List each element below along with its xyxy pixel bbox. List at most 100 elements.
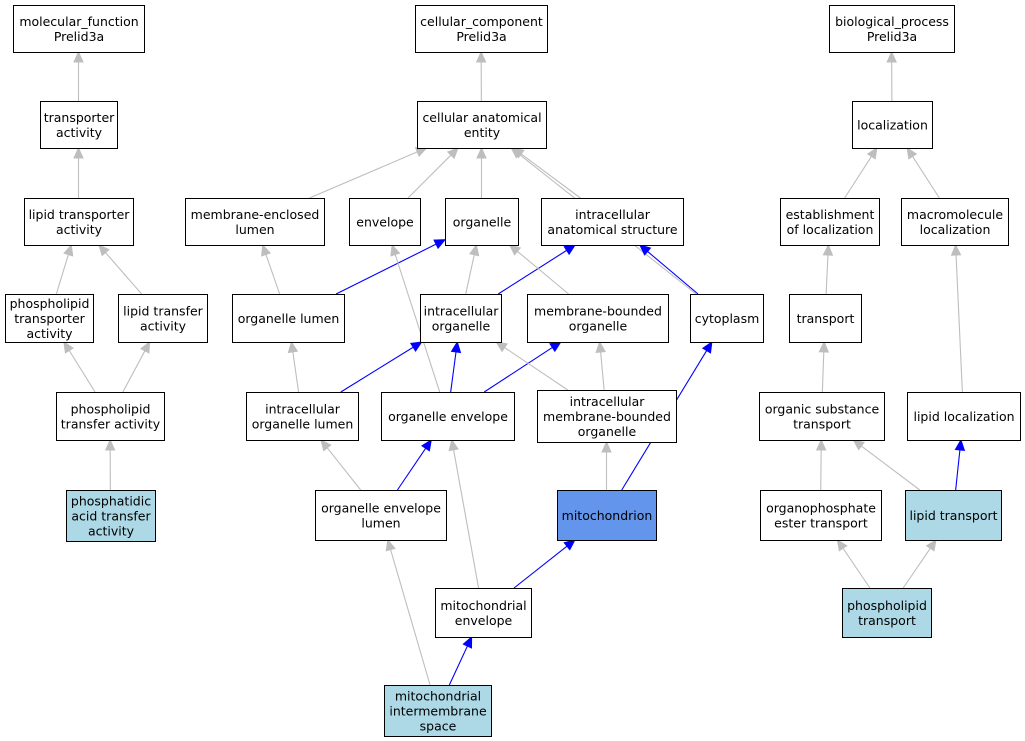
node-lipid-transport[interactable]: lipid transport [905,490,1002,541]
edge-line [122,350,146,393]
node-label-line: membrane-enclosed [191,207,320,222]
node-lipid-localization[interactable]: lipid localization [907,392,1021,441]
node-box [415,5,548,53]
node-label-line: organelle envelope [321,501,441,516]
node-label-line: organelle [578,424,637,439]
arrowhead [450,340,462,354]
node-box [690,294,764,343]
node-box [315,490,447,541]
node-label-line: mitochondrial [395,689,481,704]
edge-intracellular_anatomical_structure-to-cellular_anatomical_entity [512,147,581,199]
edge-macromolecule_localization-to-localization [906,146,940,199]
arrowhead [421,438,432,452]
edge-transport-to-establishment_of_localization [822,243,834,295]
node-label-line: acid transfer [71,509,151,524]
node-box [5,294,94,343]
edge-mitochondrial_envelope-to-mitochondrion [513,539,576,589]
edge-line [265,254,281,295]
node-box [842,588,932,638]
node-box [789,294,862,343]
node-localization[interactable]: localization [852,101,933,149]
node-label-line: ester transport [774,516,868,531]
arrowhead [446,147,459,160]
node-label-line: transporter [14,311,85,326]
node-label-line: organelle [453,215,512,230]
edge-line [955,254,963,393]
arrowhead [836,538,848,552]
edge-organic_substance_transport-to-transport [818,340,830,393]
arrowhead [950,243,962,256]
edge-line [902,547,931,589]
edge-line [517,250,570,295]
node-label-line: membrane-bounded [543,409,671,424]
node-label-line: lipid transporter [29,207,131,222]
edge-line [520,153,581,199]
node-label-line: intracellular [265,402,341,417]
arrowhead [954,438,966,451]
edge-lipid_transport-to-lipid_localization [954,438,966,491]
node-mitochondrion[interactable]: mitochondrion [557,490,657,541]
node-box [759,392,885,441]
node-envelope[interactable]: envelope [349,198,421,246]
edge-line [292,351,300,393]
node-label-line: mitochondrion [562,508,653,523]
node-transport[interactable]: transport [789,294,862,343]
node-organelle-envelope[interactable]: organelle envelope [381,392,515,441]
node-label-line: phosphatidic [71,494,151,509]
edge-line [647,251,699,295]
node-label-line: of localization [787,222,874,237]
node-label-line: organelle [432,319,491,334]
arrowhead [563,244,577,256]
node-organelle[interactable]: organelle [445,198,519,246]
arrowhead [385,538,396,552]
arrowhead [475,50,487,63]
edge-intracellular_membrane_bounded_organelle-to-membrane_bounded_organelle [595,340,606,391]
node-box [246,392,359,441]
edge-line [825,254,829,295]
node-box [907,392,1021,441]
arrowhead [852,439,865,451]
node-label-line: membrane-bounded [534,304,662,319]
node-organelle-lumen[interactable]: organelle lumen [232,294,345,343]
edge-membrane_bounded_organelle-to-organelle [508,244,570,295]
edge-intracellular_organelle-to-intracellular_anatomical_structure [497,244,577,295]
node-cytoplasm[interactable]: cytoplasm [690,294,764,343]
edge-intracellular_organelle_lumen-to-organelle_lumen [287,340,300,393]
edge-line [513,545,568,589]
edge-establishment_of_localization-to-localization [844,146,878,199]
node-label-line: macromolecule [907,207,1003,222]
node-box [420,294,502,343]
edge-line [340,346,414,393]
edge-line [861,445,921,491]
edge-organophosphate_ester_transport-to-organic_substance_transport [815,438,827,491]
node-label-line: transport [858,613,916,628]
node-label-line: cytoplasm [695,311,760,326]
arrowhead [73,50,84,63]
node-box [905,490,1002,541]
